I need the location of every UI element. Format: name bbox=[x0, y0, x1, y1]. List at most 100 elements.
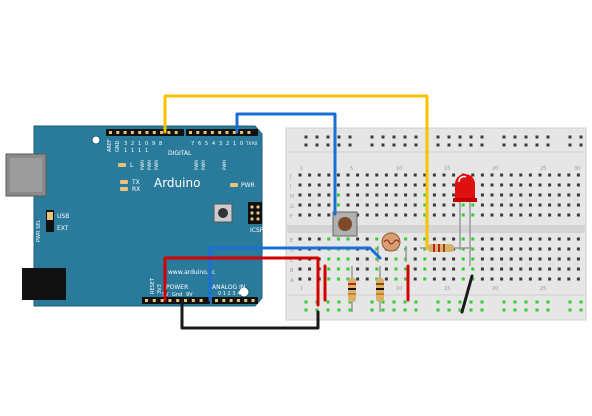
header-pin[interactable] bbox=[145, 131, 149, 134]
breadboard-hole bbox=[528, 213, 532, 217]
header-pin[interactable] bbox=[232, 131, 236, 134]
breadboard-hole bbox=[326, 135, 330, 139]
header-pin[interactable] bbox=[130, 131, 134, 134]
header-pin[interactable] bbox=[225, 131, 229, 134]
breadboard-hole bbox=[384, 267, 388, 271]
breadboard-hole bbox=[452, 213, 456, 217]
breadboard-hole bbox=[370, 143, 374, 147]
breadboard-hole bbox=[384, 203, 388, 207]
header-pin[interactable] bbox=[203, 131, 207, 134]
header-pin[interactable] bbox=[247, 131, 251, 134]
row-letter: E bbox=[290, 238, 293, 244]
header-pin[interactable] bbox=[116, 131, 120, 134]
breadboard-hole bbox=[519, 213, 523, 217]
breadboard-hole bbox=[502, 308, 506, 312]
pushbutton[interactable] bbox=[332, 211, 358, 237]
header-pin[interactable] bbox=[184, 299, 187, 302]
row-letter: D bbox=[290, 248, 294, 254]
breadboard-hole bbox=[546, 135, 550, 139]
row-letter: I bbox=[290, 184, 291, 190]
breadboard-hole bbox=[442, 213, 446, 217]
breadboard-hole bbox=[471, 173, 475, 177]
breadboard-hole bbox=[480, 267, 484, 271]
header-pin[interactable] bbox=[123, 131, 127, 134]
breadboard-hole bbox=[432, 237, 436, 241]
breadboard-hole bbox=[452, 237, 456, 241]
breadboard-hole bbox=[336, 203, 340, 207]
breadboard-hole bbox=[519, 237, 523, 241]
breadboard-hole bbox=[404, 173, 408, 177]
breadboard-hole bbox=[509, 277, 513, 281]
breadboard-hole bbox=[490, 237, 494, 241]
header-pin[interactable] bbox=[160, 131, 164, 134]
breadboard-hole bbox=[480, 308, 484, 312]
breadboard-hole bbox=[308, 203, 312, 207]
breadboard-hole bbox=[327, 193, 331, 197]
arduino-board: AREF GND 3 2 1 0 1 1 1 1 9 8 DIGITAL 7 6… bbox=[5, 125, 264, 307]
breadboard-hole bbox=[423, 277, 427, 281]
header-pin[interactable] bbox=[240, 131, 244, 134]
header-pin[interactable] bbox=[167, 131, 171, 134]
breadboard-hole bbox=[375, 173, 379, 177]
breadboard-hole bbox=[346, 173, 350, 177]
resistor-button bbox=[348, 266, 356, 312]
breadboard-hole bbox=[500, 203, 504, 207]
breadboard-hole bbox=[538, 267, 542, 271]
breadboard-hole bbox=[471, 257, 475, 261]
header-pin[interactable] bbox=[189, 131, 192, 134]
header-pin[interactable] bbox=[168, 299, 172, 302]
header-pin[interactable] bbox=[229, 299, 233, 302]
breadboard-hole bbox=[337, 135, 341, 139]
breadboard-hole bbox=[315, 135, 319, 139]
breadboard-hole bbox=[413, 247, 417, 251]
header-pin[interactable] bbox=[152, 299, 156, 302]
breadboard-hole bbox=[394, 173, 398, 177]
header-pin[interactable] bbox=[176, 299, 180, 302]
header-pin[interactable] bbox=[251, 299, 255, 302]
breadboard-hole bbox=[392, 143, 396, 147]
breadboard-hole bbox=[404, 203, 408, 207]
resistor-led bbox=[420, 244, 472, 252]
header-pin[interactable] bbox=[215, 299, 218, 302]
breadboard-hole bbox=[348, 135, 352, 139]
breadboard-hole bbox=[538, 277, 542, 281]
pwr-sel-jumper[interactable] bbox=[46, 210, 54, 232]
breadboard-hole bbox=[308, 213, 312, 217]
row-letter: H bbox=[290, 194, 294, 200]
header-pin[interactable] bbox=[145, 299, 148, 302]
breadboard-hole bbox=[480, 277, 484, 281]
header-pin[interactable] bbox=[109, 131, 112, 134]
red-led bbox=[453, 174, 477, 266]
breadboard-hole bbox=[461, 237, 465, 241]
breadboard-hole bbox=[403, 135, 407, 139]
header-pin[interactable] bbox=[244, 299, 248, 302]
breadboard-hole bbox=[568, 308, 572, 312]
header-pin[interactable] bbox=[160, 299, 164, 302]
breadboard-hole bbox=[365, 193, 369, 197]
header-pin[interactable] bbox=[196, 131, 200, 134]
breadboard-hole bbox=[509, 173, 513, 177]
header-pin[interactable] bbox=[210, 131, 214, 134]
breadboard-hole bbox=[403, 308, 407, 312]
breadboard-hole bbox=[413, 257, 417, 261]
header-pin[interactable] bbox=[218, 131, 222, 134]
header-pin[interactable] bbox=[152, 131, 156, 134]
header-pin[interactable] bbox=[191, 299, 195, 302]
tx-pin-label: TX bbox=[245, 141, 251, 146]
breadboard-hole bbox=[548, 257, 552, 261]
pwm-label: PWM bbox=[201, 160, 206, 170]
header-pin[interactable] bbox=[174, 131, 178, 134]
breadboard-hole bbox=[452, 257, 456, 261]
website-label: www.arduino.cc bbox=[168, 269, 215, 276]
breadboard-hole bbox=[381, 143, 385, 147]
row-letter: J bbox=[289, 174, 291, 180]
header-pin[interactable] bbox=[138, 131, 142, 134]
breadboard-hole bbox=[370, 135, 374, 139]
header-pin[interactable] bbox=[236, 299, 240, 302]
breadboard-hole bbox=[471, 277, 475, 281]
header-pin[interactable] bbox=[222, 299, 226, 302]
breadboard-hole bbox=[432, 193, 436, 197]
pin-label: 5 bbox=[205, 141, 208, 147]
breadboard-hole bbox=[327, 183, 331, 187]
header-pin[interactable] bbox=[199, 299, 203, 302]
